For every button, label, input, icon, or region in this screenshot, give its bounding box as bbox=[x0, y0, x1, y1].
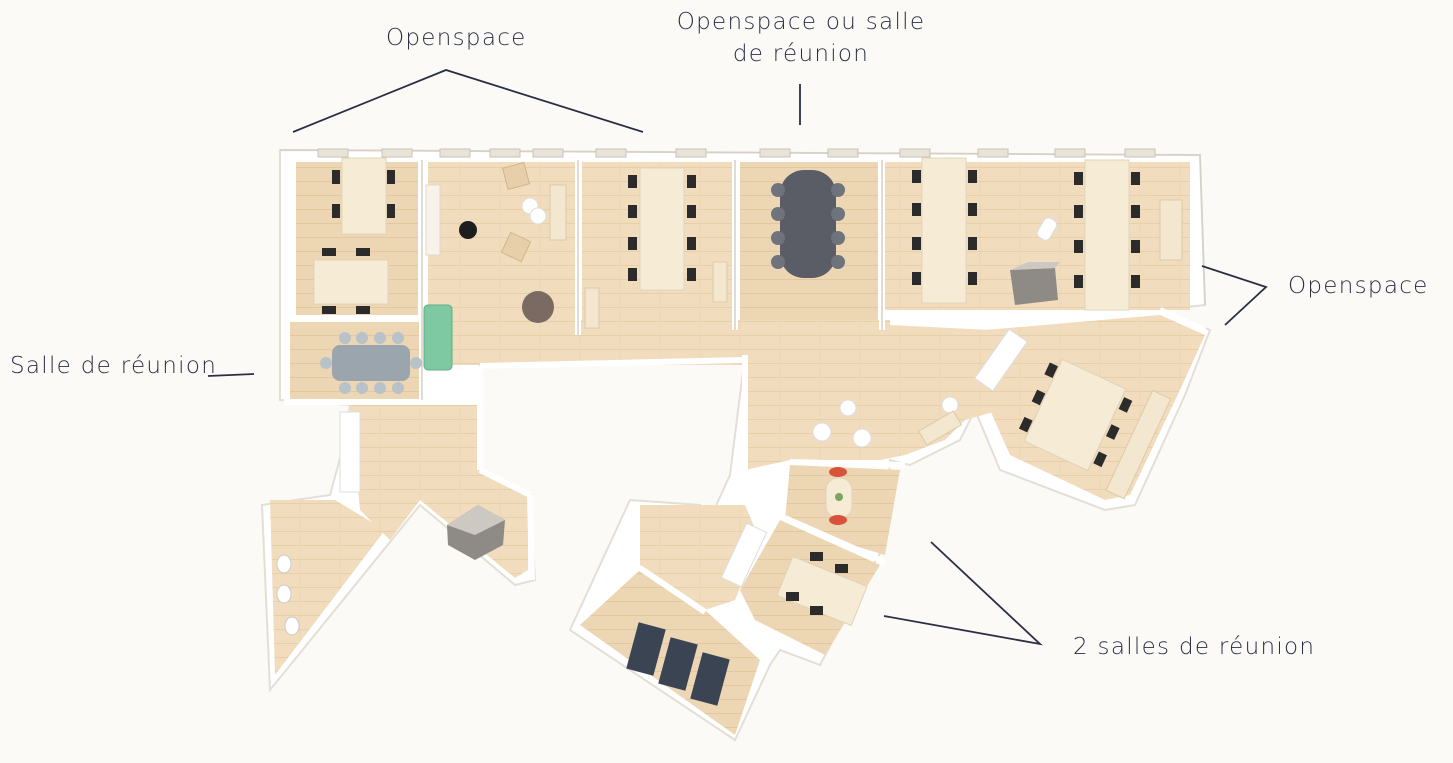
lounge-chairs bbox=[812, 396, 959, 448]
label-openspace-or-meeting: Openspace ou salle de réunion bbox=[676, 9, 926, 67]
cabinet bbox=[712, 261, 728, 303]
chairs bbox=[829, 467, 847, 525]
storage-box bbox=[1010, 268, 1058, 305]
desk bbox=[921, 157, 967, 304]
counter bbox=[974, 328, 1028, 392]
bench bbox=[549, 184, 567, 241]
desk bbox=[1084, 159, 1130, 311]
chairs bbox=[628, 175, 696, 281]
pouf bbox=[529, 207, 547, 225]
label-openspace-right: Openspace bbox=[1288, 273, 1429, 299]
desk bbox=[1023, 358, 1127, 472]
shelf bbox=[425, 184, 441, 256]
round-table bbox=[522, 291, 554, 323]
pouf bbox=[459, 221, 477, 239]
leader-two-meeting-rooms bbox=[883, 541, 1043, 646]
leader-openspace-top-left bbox=[292, 69, 644, 133]
wall-shadows bbox=[279, 149, 1206, 400]
storage-box-top bbox=[1010, 262, 1060, 270]
label-meeting-room-left: Salle de réunion bbox=[10, 353, 218, 379]
bottom-left-wing-floor bbox=[270, 500, 385, 675]
bench bbox=[917, 410, 963, 446]
desk bbox=[639, 167, 685, 291]
kiosk-top bbox=[447, 505, 505, 535]
coat-stand bbox=[1036, 217, 1058, 241]
desk bbox=[313, 259, 389, 305]
bench bbox=[1105, 389, 1172, 500]
furniture bbox=[276, 157, 1183, 706]
hall-floor bbox=[745, 325, 1000, 470]
leader-lines bbox=[207, 69, 1268, 646]
kitchen-counter bbox=[720, 522, 768, 588]
armchair bbox=[501, 161, 531, 191]
chairs bbox=[320, 332, 422, 394]
conference-table bbox=[780, 170, 836, 278]
label-openspace-top-left: Openspace bbox=[386, 25, 527, 51]
chairs bbox=[322, 170, 395, 314]
toilets bbox=[276, 554, 300, 636]
sofa bbox=[423, 304, 453, 371]
chairs bbox=[912, 170, 1140, 288]
chairs bbox=[771, 183, 845, 269]
kitchen-counter bbox=[339, 411, 361, 493]
desk bbox=[341, 157, 387, 235]
bench bbox=[1159, 199, 1183, 261]
leader-openspace-right bbox=[1201, 265, 1268, 326]
leader-meeting-left bbox=[207, 373, 255, 377]
plant bbox=[835, 493, 843, 501]
bottom-middle-floor bbox=[640, 505, 760, 610]
meeting-table-left bbox=[332, 345, 410, 381]
restroom-stalls bbox=[626, 622, 730, 706]
chairs bbox=[1019, 362, 1133, 468]
cabinet bbox=[584, 287, 600, 329]
label-two-meeting-rooms: 2 salles de réunion bbox=[1073, 634, 1316, 660]
armchair bbox=[500, 231, 532, 263]
chairs bbox=[786, 552, 848, 615]
windows bbox=[317, 148, 1156, 158]
